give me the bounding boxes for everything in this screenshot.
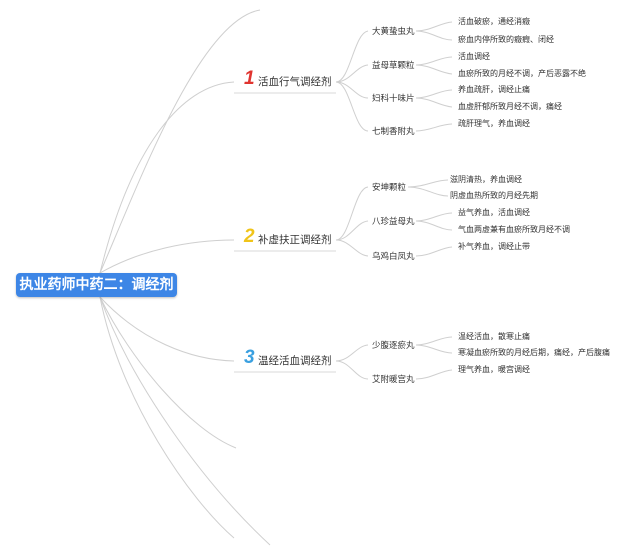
herb-node[interactable]: 艾附暖宫丸 <box>372 375 415 385</box>
connector-b3-herb1 <box>335 344 369 362</box>
connector-extra-3 <box>99 296 235 539</box>
herb-node[interactable]: 七制香附丸 <box>372 127 415 137</box>
herb-node[interactable]: 妇科十味片 <box>372 94 415 104</box>
branch-number-1: 1 <box>244 68 255 89</box>
connector-b2-herb3 <box>335 239 369 257</box>
herb-desc[interactable]: 滋阴清热，养血调经 <box>450 175 522 184</box>
herb-node[interactable]: 乌鸡白凤丸 <box>372 252 415 262</box>
branch-number-2: 2 <box>244 226 255 247</box>
connector-extra-1 <box>99 9 261 274</box>
connector-b3-herb2 <box>335 360 369 380</box>
herb-desc[interactable]: 理气养血，暖宫调经 <box>458 365 530 374</box>
branch-node-1[interactable]: 1 活血行气调经剂 <box>234 68 336 93</box>
herb-desc[interactable]: 温经活血，散寒止痛 <box>458 332 530 341</box>
herb-node[interactable]: 益母草颗粒 <box>372 61 415 71</box>
branch-number-3: 3 <box>244 347 255 368</box>
herb-desc[interactable]: 活血破瘀，通经消癥 <box>458 17 530 26</box>
herb-desc[interactable]: 寒凝血瘀所致的月经后期，痛经，产后腹痛 <box>458 348 610 357</box>
herb-desc[interactable]: 养血疏肝，调经止痛 <box>458 85 530 94</box>
branch-label-2: 补虚扶正调经剂 <box>258 234 332 246</box>
herb-desc[interactable]: 阴虚血热所致的月经先期 <box>450 191 538 200</box>
herb-desc[interactable]: 活血调经 <box>458 52 490 61</box>
herb-node[interactable]: 八珍益母丸 <box>372 217 415 227</box>
branch-node-3[interactable]: 3 温经活血调经剂 <box>234 347 336 372</box>
connector-root-branch-2 <box>99 239 235 274</box>
branch-node-2[interactable]: 2 补虚扶正调经剂 <box>234 226 336 251</box>
herb-desc[interactable]: 益气养血，活血调经 <box>458 208 530 217</box>
connector-b1-herb4 <box>335 81 369 132</box>
connector-b1-herb1 <box>335 30 369 83</box>
herb-desc[interactable]: 血虚肝郁所致月经不调，痛经 <box>458 102 562 111</box>
herb-node[interactable]: 少腹逐瘀丸 <box>372 341 415 351</box>
herb-node[interactable]: 大黄蛰虫丸 <box>372 27 415 37</box>
herb-desc[interactable]: 瘀血内停所致的癥瘕、闭经 <box>458 35 554 44</box>
connector-extra-4 <box>99 296 271 546</box>
herb-desc[interactable]: 血瘀所致的月经不调，产后恶露不绝 <box>458 69 586 78</box>
herb-desc[interactable]: 气血两虚兼有血瘀所致月经不调 <box>458 225 570 234</box>
root-node[interactable]: 执业药师中药二：调经剂 <box>16 273 177 297</box>
connector-b2-herb2 <box>335 220 369 241</box>
connector-extra-2 <box>99 296 237 449</box>
connector-b1-herb2 <box>335 64 369 83</box>
connector-root-branch-3 <box>99 296 235 362</box>
connector-root-branch-1 <box>99 81 235 274</box>
branch-label-1: 活血行气调经剂 <box>258 76 332 88</box>
herb-desc[interactable]: 补气养血，调经止带 <box>458 242 530 251</box>
connector-b2-herb1 <box>335 186 369 241</box>
herb-node[interactable]: 安坤颗粒 <box>372 183 407 193</box>
branch-label-3: 温经活血调经剂 <box>258 355 332 367</box>
herb-desc[interactable]: 疏肝理气，养血调经 <box>458 119 530 128</box>
